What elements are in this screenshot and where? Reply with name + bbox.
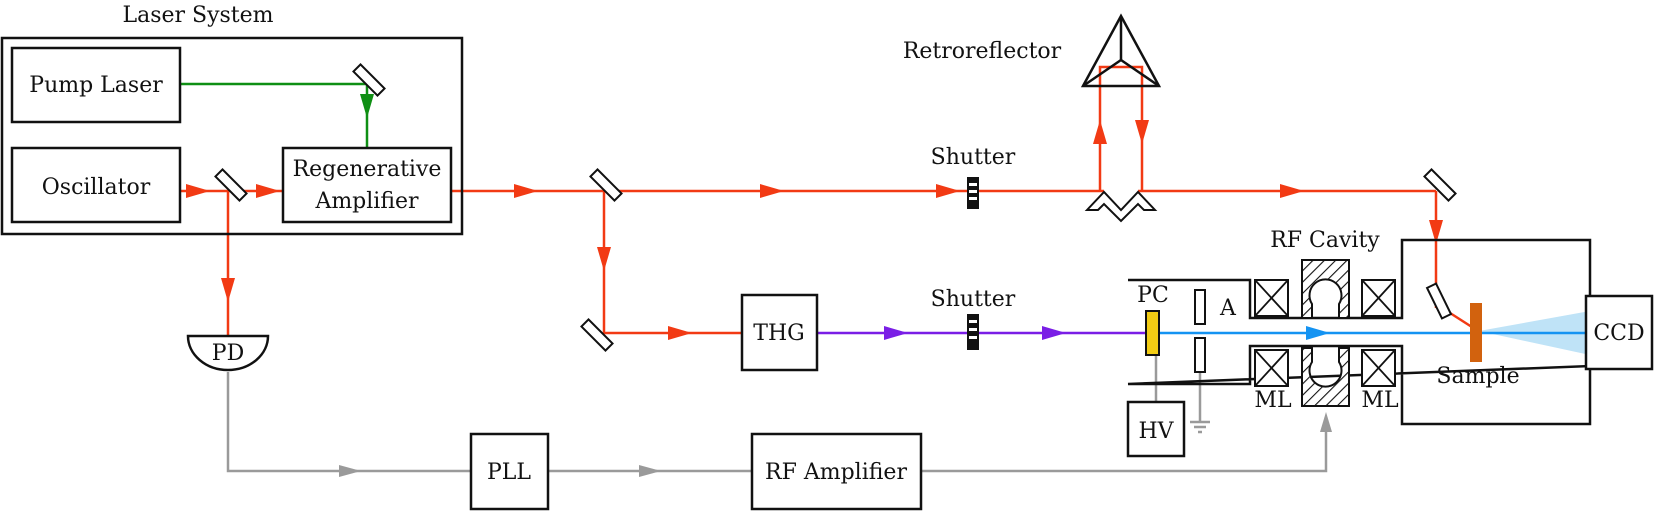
pump-laser-label: Pump Laser [29, 73, 163, 98]
pd-label: PD [212, 341, 244, 366]
electron-beam [1157, 326, 1586, 340]
pll-label: PLL [487, 460, 531, 485]
ccd-label: CCD [1593, 321, 1644, 346]
laser-system-title: Laser System [122, 3, 273, 28]
shutter-top-label: Shutter [931, 145, 1016, 170]
mirror-pump [352, 63, 386, 97]
oscillator-label: Oscillator [42, 175, 151, 200]
a-label: A [1219, 296, 1237, 321]
shutter-bottom [967, 314, 979, 350]
magnetic-lens-left [1254, 279, 1289, 387]
ir-beam-arrows [186, 120, 1443, 340]
rf-cavity [1301, 259, 1350, 407]
magnetic-lens-right [1361, 279, 1396, 387]
pump-laser-box [10, 46, 182, 124]
pc-label: PC [1137, 283, 1169, 308]
rf-cavity-label: RF Cavity [1270, 228, 1380, 253]
thg-label: THG [753, 321, 804, 346]
mirrors [214, 63, 1457, 352]
hv-box [1126, 400, 1186, 458]
retroreflector-prism [1080, 13, 1162, 88]
mirror-split [589, 168, 623, 202]
sample [1470, 303, 1482, 362]
sample-label: Sample [1436, 364, 1519, 389]
regenerative-amplifier-label-line2: Amplifier [314, 189, 419, 214]
shutter-top [967, 177, 979, 209]
rf-amplifier-label: RF Amplifier [765, 460, 907, 485]
mirror-thg-fold [580, 318, 614, 352]
hv-label: HV [1138, 419, 1174, 444]
rf-signal-lines [226, 356, 1328, 473]
ccd-box [1584, 294, 1654, 371]
retroreflector-label: Retroreflector [903, 39, 1062, 64]
ml-left-label: ML [1254, 388, 1292, 413]
delay-stage-mirrors [1084, 190, 1158, 223]
uv-beam [817, 326, 1150, 340]
anode-lower [1194, 337, 1206, 373]
vacuum-chamber-outline [1127, 238, 1592, 426]
laser-system-frame [0, 36, 464, 236]
shutter-bottom-label: Shutter [931, 287, 1016, 312]
pump-beam [180, 82, 374, 148]
photodiode [186, 334, 270, 372]
oscillator-box [10, 146, 182, 224]
mirror-chamber [1425, 282, 1453, 320]
photocathode [1145, 310, 1160, 356]
ml-right-label: ML [1361, 388, 1399, 413]
mirror-top-right [1423, 168, 1457, 202]
rf-amplifier-box [750, 432, 923, 511]
regenerative-amplifier-label-line1: Regenerative [293, 157, 442, 182]
rf-signal-arrows [339, 412, 1332, 477]
pll-box [469, 432, 550, 511]
anode-upper [1194, 289, 1206, 325]
regenerative-amplifier-box [281, 146, 453, 224]
mirror-beamsplitter [214, 168, 248, 202]
thg-box [740, 293, 819, 372]
